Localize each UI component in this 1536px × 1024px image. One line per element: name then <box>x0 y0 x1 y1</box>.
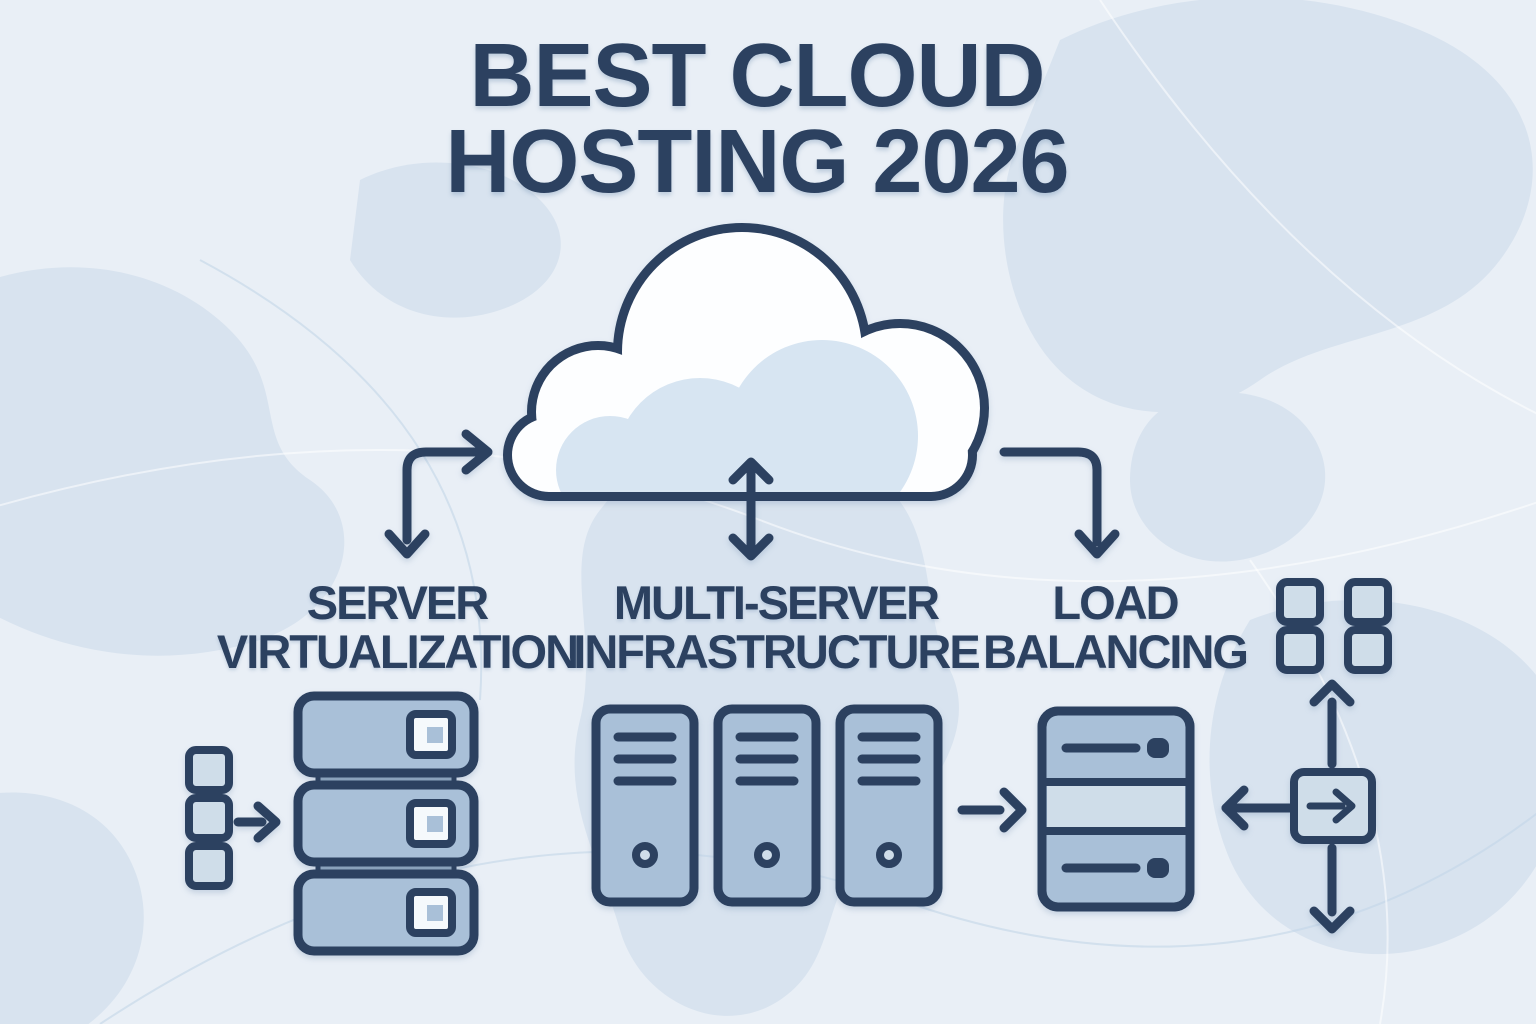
title-line-1: BEST CLOUD <box>469 26 1046 126</box>
arrow-down-head <box>384 529 430 559</box>
server-indicator-dot <box>427 727 443 743</box>
lb-slot-dot <box>1147 738 1169 758</box>
lb-slot-dot <box>1147 858 1169 878</box>
label-line-2: INFRASTRUCTURE <box>573 625 980 678</box>
label-multi-server-infrastructure: MULTI-SERVER INFRASTRUCTURE <box>456 578 1096 676</box>
client-squares-icon <box>185 746 233 890</box>
label-line-2: VIRTUALIZATION <box>216 625 579 678</box>
page-title: BEST CLOUD HOSTING 2026 <box>0 26 1525 212</box>
router-icon <box>1290 768 1376 844</box>
elbow-arrow-right <box>999 447 1120 559</box>
lb-middle-band <box>1047 786 1185 827</box>
server-indicator-dot <box>427 905 443 921</box>
arrow-right-icon <box>233 801 281 843</box>
router-arrow-glyph <box>1332 788 1356 824</box>
label-load-balancing: LOAD BALANCING <box>795 578 1435 676</box>
arrow-down-icon <box>1309 843 1355 934</box>
label-server-virtualization: SERVER VIRTUALIZATION <box>77 578 717 676</box>
map-continent-bottom-left <box>0 792 144 1024</box>
load-balancer-icon <box>1037 706 1195 912</box>
power-button <box>876 842 902 868</box>
map-arc-3 <box>1099 0 1536 415</box>
cloud-inner-shading <box>556 340 918 492</box>
arrow-right-head <box>461 429 493 475</box>
server-stack-icon <box>293 691 479 956</box>
label-line-1: LOAD <box>1052 576 1179 629</box>
tower-server <box>591 704 699 907</box>
label-line-1: MULTI-SERVER <box>613 576 940 629</box>
map-continent-top-left <box>350 162 561 318</box>
title-line-2: HOSTING 2026 <box>445 112 1069 212</box>
tower-servers-icon <box>591 704 943 907</box>
map-continent-right-top <box>1003 0 1533 413</box>
arrow-up-icon <box>1309 679 1355 769</box>
arrow-left-icon <box>1221 785 1297 831</box>
map-continent-left <box>0 267 345 656</box>
label-line-2: BALANCING <box>983 625 1249 678</box>
arrow-down-head <box>1074 529 1120 559</box>
tower-server <box>713 704 821 907</box>
label-line-1: SERVER <box>306 576 489 629</box>
node-grid-icon <box>1276 578 1392 674</box>
double-arrow-vertical <box>728 457 774 561</box>
cloud-icon <box>503 223 989 501</box>
power-button <box>632 842 658 868</box>
arrow-right-icon <box>957 787 1027 833</box>
arrow-up-head <box>728 457 774 485</box>
power-button <box>754 842 780 868</box>
map-island-right <box>1130 392 1326 562</box>
tower-server <box>835 704 943 907</box>
map-arc-1 <box>0 449 1536 583</box>
server-indicator-dot <box>427 816 443 832</box>
arrow-down-head <box>728 533 774 561</box>
elbow-arrow-left <box>384 429 493 559</box>
